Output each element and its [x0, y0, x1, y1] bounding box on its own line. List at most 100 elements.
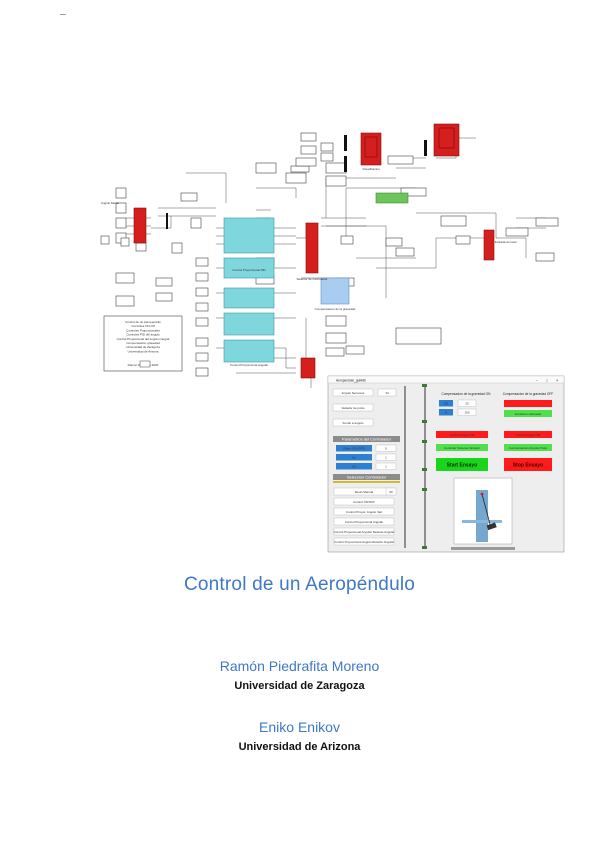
stop-button-label: Stop Ensayo	[513, 463, 543, 469]
left-button-label: Fondo a angulo	[343, 421, 364, 425]
gravity-comp-off-title: Compensacion de la gravedad OFF	[503, 392, 554, 396]
close-icon[interactable]: ✕	[556, 379, 559, 383]
left-value-field[interactable]	[377, 388, 397, 397]
selection-item-label: Control Proporcional Angular Retardo Ang…	[334, 530, 395, 534]
control-angle-off-button-2[interactable]	[504, 431, 552, 438]
control-angle-off-label-1: Control Angulo Off	[450, 433, 475, 437]
selection-item[interactable]	[333, 527, 395, 536]
params-header	[333, 436, 400, 442]
excitation-button-label: Excitacion Alineada	[515, 412, 541, 416]
comp-field-label: N	[445, 411, 447, 415]
selection-item[interactable]	[333, 517, 395, 526]
block-label: Entrada al motor	[495, 240, 517, 244]
document-title: Control de un Aeropéndulo	[183, 574, 416, 595]
scope-block-1	[360, 132, 382, 166]
note-line: Universidad de Arizona	[128, 349, 159, 353]
comp-field-label: CE	[444, 402, 448, 406]
block-label: Visualizacion	[362, 167, 380, 171]
comp-field-label-box	[439, 409, 453, 416]
param-value-field[interactable]	[375, 453, 397, 461]
left-value-text: 34	[385, 391, 389, 395]
block-label: Selector de controlador	[296, 277, 327, 281]
angular-subsystem	[223, 287, 275, 309]
selection-header	[333, 474, 400, 480]
note-line: Controles PID del angulo	[126, 333, 160, 337]
param-value: 1	[385, 456, 387, 460]
selector-block-left	[133, 207, 147, 244]
gravity-compensation-block	[320, 277, 350, 305]
start-button[interactable]	[436, 458, 488, 471]
param-value: 0	[385, 447, 387, 451]
param-label: Kp	[352, 456, 356, 460]
left-button[interactable]	[332, 403, 374, 412]
scope-block-2	[433, 123, 460, 157]
block-label: Angulo Medio	[101, 201, 120, 205]
note-line: Control de un Aeropendulo	[125, 320, 161, 324]
control-angle-off-label-2: Control Angulo Off	[516, 433, 541, 437]
param-value-field[interactable]	[375, 444, 397, 452]
selection-item[interactable]	[333, 497, 395, 506]
selection-item[interactable]	[333, 537, 395, 546]
selection-item-label: Modo Manual	[355, 490, 374, 494]
proportional-subsystem	[223, 257, 275, 279]
block-label: Control Proporcional PID	[232, 268, 266, 272]
angular-retard-subsystem-2	[223, 339, 275, 363]
note-line: Compensacion gravedad	[126, 341, 160, 345]
comp-field-value[interactable]	[457, 399, 477, 407]
note-line: Controles Proporcionales	[126, 328, 160, 332]
page-mark	[60, 14, 66, 15]
gui-window-title: Aeropendulo_guiAdb	[336, 379, 366, 383]
left-button-label: Angulo Sensores	[342, 391, 365, 395]
note-line: Controles ON-Off	[131, 324, 154, 328]
param-value-field[interactable]	[375, 462, 397, 470]
params-header-label: Parametros del Controlador	[342, 437, 392, 442]
block-label: Control Proporcional angular	[230, 363, 268, 367]
selector-block-right	[483, 229, 495, 261]
selection-item-label: Control Propor. Angulo Vari	[346, 510, 382, 514]
green-gain-block	[375, 192, 409, 204]
compensation-label: Compensacion Angular Todo	[509, 446, 548, 450]
param-label-box	[336, 445, 372, 452]
selection-header-label: Seleccion Controlador	[347, 475, 387, 480]
author-name-2: Eniko Enikov	[259, 719, 340, 735]
scrollbar-left[interactable]	[404, 386, 406, 548]
scrollbar-right[interactable]	[424, 386, 426, 548]
selection-item-label: Control ON/OFF	[353, 500, 375, 504]
note-line: Control Proporcional del angulo integral	[117, 337, 170, 341]
maximize-icon[interactable]: □	[546, 379, 548, 383]
left-button-label: Variador de pulso	[341, 406, 365, 410]
compensation-button[interactable]	[504, 444, 552, 451]
selection-value-field[interactable]	[385, 487, 397, 496]
comp-field-label-box	[439, 400, 453, 407]
note-line: Universidad de Zaragoza	[126, 345, 160, 349]
author-affiliation-2: Universidad de Arizona	[238, 741, 361, 753]
left-button[interactable]	[332, 388, 374, 397]
comp-field-value-text: 190	[464, 411, 469, 415]
comp-off-button[interactable]	[504, 400, 552, 407]
gravity-comp-on-title: Compensacion de la gravedad ON	[442, 392, 492, 396]
control-system-button[interactable]	[436, 444, 488, 451]
comp-green-button[interactable]	[504, 410, 552, 417]
stop-button[interactable]	[504, 458, 552, 471]
pendulum-plot	[451, 477, 515, 550]
minimize-icon[interactable]: –	[536, 379, 538, 383]
author-affiliation-1: Universidad de Zaragoza	[234, 680, 365, 692]
control-system-label: Controlar Sistema Variador	[444, 446, 480, 450]
selector-block-center	[305, 222, 319, 274]
comp-field-value-text: 25	[465, 402, 469, 406]
param-label: Offset (ON/OFF)	[343, 447, 365, 451]
selection-item-label: Control Proporcional Angular	[345, 520, 383, 524]
control-angle-off-button-1[interactable]	[436, 431, 488, 438]
selection-item[interactable]	[333, 507, 395, 516]
block-label: Compensacion de la gravedad	[315, 307, 356, 311]
left-button[interactable]	[332, 418, 374, 427]
param-value: 1	[385, 465, 387, 469]
author-name-1: Ramón Piedrafita Moreno	[219, 658, 380, 674]
param-label: Kd	[352, 465, 356, 469]
param-label-box	[336, 463, 372, 470]
pid-subsystem	[223, 217, 275, 254]
start-button-label: Start Ensayo	[447, 463, 478, 469]
comp-field-value[interactable]	[457, 408, 477, 416]
